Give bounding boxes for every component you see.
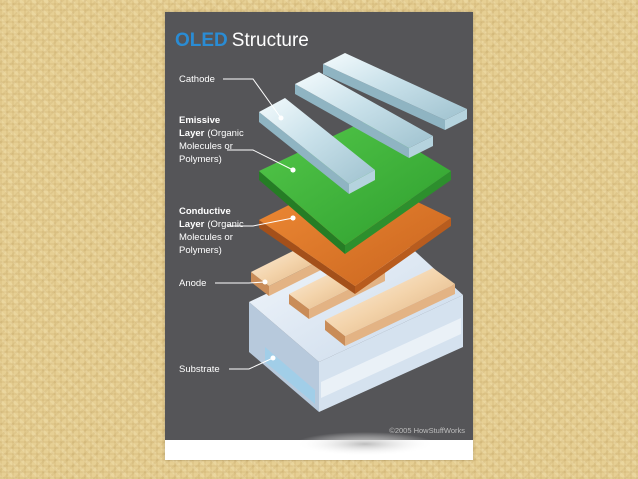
emissive-leader	[227, 149, 294, 171]
label-emissive-4: Polymers)	[179, 154, 222, 165]
label-substrate: Substrate	[179, 364, 220, 375]
cathode-strips	[259, 53, 467, 194]
label-conductive-3: Molecules or	[179, 232, 233, 243]
leader-lines	[215, 78, 294, 370]
label-cathode: Cathode	[179, 74, 215, 85]
anode-strip-3	[325, 268, 455, 346]
title-rest: Structure	[232, 30, 309, 51]
label-anode: Anode	[179, 278, 206, 289]
label-emissive-2: Layer(Organic	[179, 128, 244, 139]
cathode-strip-2	[295, 72, 433, 158]
cathode-strip-3	[259, 98, 375, 194]
substrate-shadow	[295, 432, 435, 456]
label-emissive-3: Molecules or	[179, 141, 233, 152]
substrate-leader	[229, 357, 274, 370]
label-emissive-1: Emissive	[179, 115, 220, 126]
anode-leader	[215, 281, 266, 284]
label-conductive-4: Polymers)	[179, 245, 222, 256]
copyright-notice: ©2005 HowStuffWorks	[389, 426, 465, 435]
label-conductive-1: Conductive	[179, 206, 231, 217]
conductive-leader	[227, 217, 294, 227]
title-bold: OLED	[175, 30, 228, 51]
cathode-strip-1	[323, 53, 467, 130]
cathode-leader	[223, 78, 282, 119]
label-conductive-2: Layer(Organic	[179, 219, 244, 230]
substrate-layer	[249, 233, 463, 412]
